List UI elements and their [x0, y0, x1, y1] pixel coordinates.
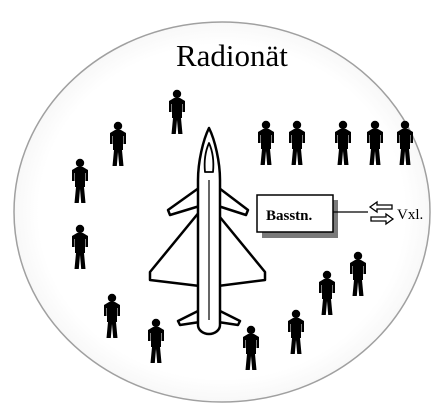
base-station-label: Basstn.: [266, 208, 313, 224]
exchange-label: Vxl.: [397, 207, 423, 223]
diagram-title: Radionät: [176, 38, 288, 73]
